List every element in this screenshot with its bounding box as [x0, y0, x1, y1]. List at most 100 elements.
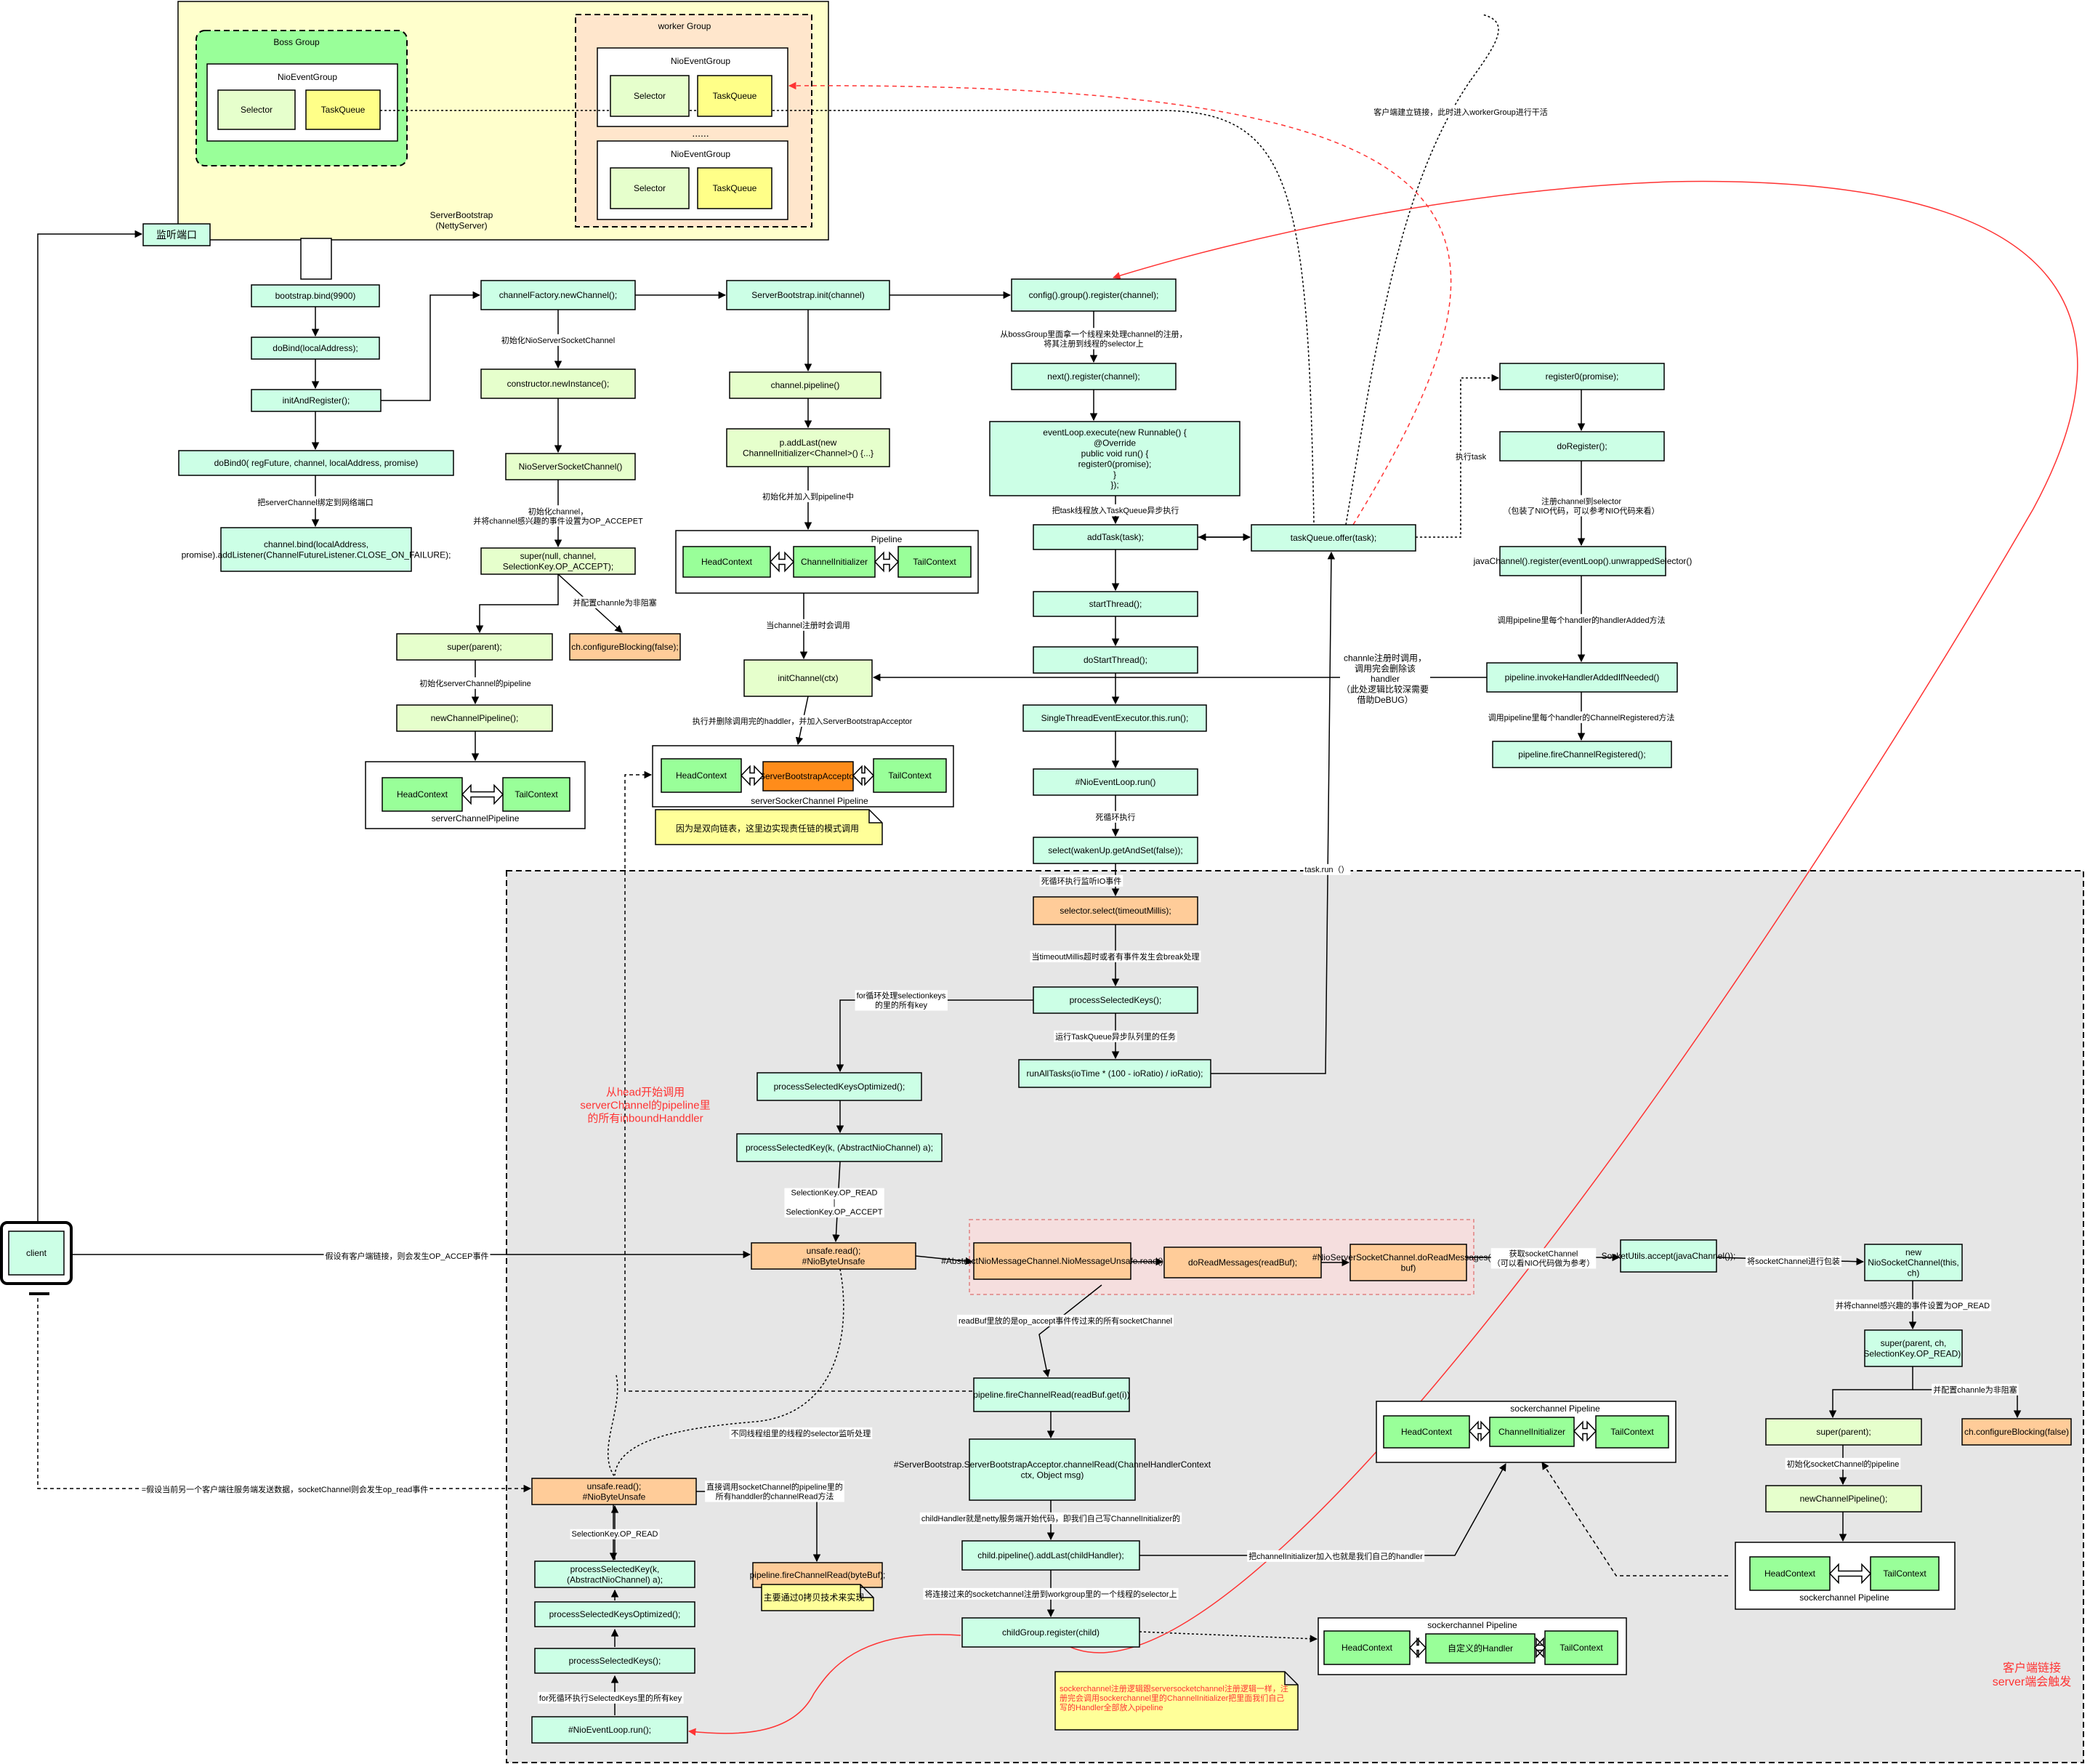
java-channel-register-node: javaChannel().register(eventLoop().unwra… — [1473, 546, 1692, 576]
task-queue-offer-node-label: taskQueue.offer(task); — [1291, 533, 1377, 543]
op-accept-note: 初始化channel，并将channel感兴趣的事件设置为OP_ACCEPET — [473, 506, 643, 525]
label-background — [919, 1512, 1182, 1524]
handler-added-note: 调用pipeline里每个handler的handlerAdded方法 — [1497, 615, 1665, 625]
double-arrow-icon — [769, 551, 795, 573]
nio-event-group-title: NioEventGroup — [671, 56, 730, 66]
flow-arrow — [1038, 1284, 1102, 1378]
new-pipeline-node-shape — [396, 704, 553, 732]
tail-context-3-label: TailContext — [888, 770, 932, 781]
process-keys-optimized-2-node-shape — [534, 1601, 695, 1627]
run-all-tasks-node-shape — [1018, 1059, 1211, 1088]
tail-context-4-shape — [1870, 1556, 1940, 1591]
tail-context-2: TailContext — [897, 546, 972, 578]
config-register-node-label: config().group().register(channel); — [1029, 290, 1159, 300]
child-register-to-run-red-arrow — [687, 1634, 961, 1736]
process-selected-keys-2-node: processSelectedKeys(); — [534, 1648, 695, 1674]
label-background — [571, 596, 658, 608]
channel-pipeline-node-shape — [729, 371, 881, 399]
fire-channel-read-node-shape — [973, 1377, 1130, 1412]
do-bind-node-label: doBind(localAddress); — [273, 343, 358, 353]
read-note: =假设当前另一个客户端往服务端发送数据，socketChannel则会发生op_… — [142, 1484, 429, 1494]
bind-port-connector-shape — [300, 238, 332, 280]
add-child-note: 把channelInitializer加入也就是我们自己的handler — [1248, 1551, 1423, 1561]
label-background — [537, 1691, 684, 1704]
flow-curve — [1470, 14, 1499, 81]
socket-channel-initializer-node-shape — [1489, 1417, 1575, 1447]
child-group-register-node-label: childGroup.register(child) — [1002, 1627, 1100, 1638]
head-context-3: HeadContext — [661, 758, 742, 793]
process-selected-keys-2-node-shape — [534, 1648, 695, 1674]
java-channel-register-node-label: javaChannel().register(eventLoop().unwra… — [1473, 556, 1692, 566]
head-context-4: HeadContext — [1749, 1556, 1831, 1591]
socket-new-pipeline-node-label: newChannelPipeline(); — [1800, 1494, 1888, 1504]
zero-copy-note — [761, 1584, 874, 1611]
head-context-3-label: HeadContext — [676, 770, 727, 781]
init-channel-ctx-node-shape — [743, 659, 873, 697]
label-background — [1486, 711, 1677, 723]
tail-context-2-label: TailContext — [913, 557, 956, 567]
socket-blocking-note: 并配置channle为非阻塞 — [1933, 1385, 2017, 1395]
acceptor-pipeline-label: serverSockerChannel Pipeline — [751, 796, 868, 806]
channel-bind-node: channel.bind(localAddress,promise).addLi… — [182, 527, 451, 572]
next-register-node-shape — [1011, 363, 1177, 390]
label-background — [499, 334, 617, 346]
init-register-node: initAndRegister(); — [251, 389, 382, 412]
head-context-1: HeadContext — [382, 777, 463, 812]
run-all-tasks-node-label: runAllTasks(ioTime * (100 - ioRatio) / i… — [1027, 1068, 1203, 1079]
selector-select-node-shape — [1033, 896, 1198, 925]
tail-context-1-label: TailContext — [515, 789, 558, 800]
add-note: 初始化并加入到pipeline中 — [762, 491, 854, 502]
nio-message-unsafe-read-node-shape — [973, 1242, 1131, 1280]
fire-channel-registered-node: pipeline.fireChannelRegistered(); — [1492, 741, 1672, 768]
get-socket-note: 获取socketChannel（可以看NIO代码做为参考） — [1493, 1249, 1595, 1268]
label-background — [998, 328, 1189, 350]
server-bootstrap-acceptor-node: ServerBootstrapAcceptor — [759, 761, 857, 792]
worker-selector-1: Selector — [610, 75, 690, 117]
do-read-messages-node-label: doReadMessages(readBuf); — [1188, 1257, 1297, 1268]
acceptor-channel-read-node-label: #ServerBootstrap.ServerBootstrapAcceptor… — [894, 1459, 1211, 1480]
do-read-messages-node-shape — [1163, 1247, 1322, 1278]
worker-selector-2-shape — [610, 167, 690, 209]
nio-event-loop-run-2-node: #NioEventLoop.run(); — [531, 1716, 688, 1744]
nio-server-socket-node-label: NioServerSocketChannel() — [519, 462, 623, 472]
op-note: SelectionKey.OP_READ|SelectionKey.OP_ACC… — [786, 1189, 882, 1217]
label-background — [1054, 1030, 1177, 1042]
process-keys-optimized-node-shape — [756, 1072, 922, 1101]
process-keys-optimized-2-node-label: processSelectedKeysOptimized(); — [549, 1609, 681, 1619]
process-keys-optimized-node: processSelectedKeysOptimized(); — [756, 1072, 922, 1101]
flow-arrow — [624, 770, 972, 1392]
labels-layer: ServerBootstrap(NettyServer)Boss GroupNi… — [140, 21, 2071, 1712]
tail-context-6-label: TailContext — [1560, 1643, 1603, 1653]
do-bind-node: doBind(localAddress); — [251, 337, 380, 360]
label-background — [1339, 651, 1431, 706]
nio-message-unsafe-read-node: #AbstractNioMessageChannel.NioMessageUns… — [941, 1242, 1163, 1280]
worker-selector-2: Selector — [610, 167, 690, 209]
register0-node-shape — [1499, 363, 1665, 390]
process-selected-key-node-shape — [736, 1133, 943, 1162]
tail-context-4: TailContext — [1870, 1556, 1940, 1591]
start-thread-node-shape — [1033, 591, 1198, 617]
child-group-register-node: childGroup.register(child) — [961, 1617, 1140, 1648]
task-queue-offer-node: taskQueue.offer(task); — [1251, 524, 1416, 552]
readbuf-note: readBuf里放的是op_accept事件传过来的所有socketChanne… — [959, 1316, 1172, 1326]
boss-to-taskqueue-link — [380, 110, 1315, 524]
super-accept-node-label: super(null, channel,SelectionKey.OP_ACCE… — [503, 551, 614, 571]
unsafe-read-node: unsafe.read();#NioByteUnsafe — [751, 1242, 916, 1270]
label-background — [761, 490, 855, 502]
thread-note: 不同线程组里的线程的selector监听处理 — [731, 1428, 871, 1438]
custom-handler-node: 自定义的Handler — [1425, 1633, 1536, 1664]
process-selected-key-node-label: processSelectedKey(k, (AbstractNioChanne… — [746, 1143, 933, 1153]
label-background — [784, 1188, 884, 1218]
timeout-note: 当timeoutMillis超时或者有事件发生会break处理 — [1031, 951, 1199, 962]
event-loop-execute-node-label: eventLoop.execute(new Runnable() {@Overr… — [1043, 427, 1186, 490]
new-channel-node: channelFactory.newChannel(); — [480, 280, 636, 310]
init-channel-node: ServerBootstrap.init(channel) — [726, 280, 890, 310]
process-selected-key-2-node-label: processSelectedKey(k,(AbstractNioChannel… — [567, 1564, 663, 1584]
selector-note: 注册channel到selector（包装了NIO代码，可以参考NIO代码来看） — [1503, 496, 1659, 515]
linked-list-note-text: 因为是双向链表，这里边实现责任链的模式调用 — [676, 823, 859, 834]
worker-selector-1-label: Selector — [634, 91, 666, 101]
